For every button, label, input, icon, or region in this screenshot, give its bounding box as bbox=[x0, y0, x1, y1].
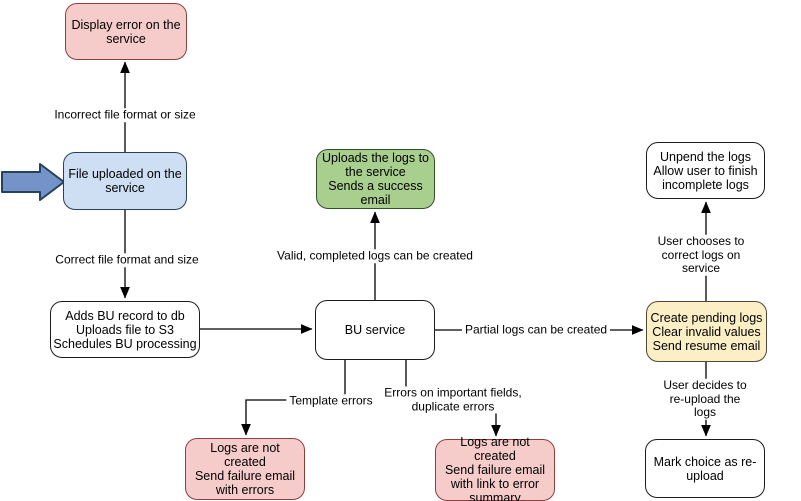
edge-label-user-reuploads: User decides to re-upload the logs bbox=[657, 378, 753, 420]
node-logs-failure-errors: Logs are not created Send failure email … bbox=[185, 438, 305, 500]
node-create-pending-logs: Create pending logs Clear invalid values… bbox=[646, 301, 767, 362]
edge-label-partial-logs: Partial logs can be created bbox=[461, 323, 611, 337]
node-file-uploaded: File uploaded on the service bbox=[63, 152, 187, 210]
node-unpend-logs: Unpend the logs Allow user to finish inc… bbox=[646, 142, 765, 199]
node-display-error: Display error on the service bbox=[65, 3, 187, 60]
edge-label-incorrect-file: Incorrect file format or size bbox=[51, 108, 199, 122]
node-uploads-logs-success: Uploads the logs to the service Sends a … bbox=[316, 149, 435, 209]
node-mark-reupload: Mark choice as re- upload bbox=[645, 439, 765, 498]
node-bu-service: BU service bbox=[315, 300, 435, 360]
node-logs-failure-summary: Logs are not created Send failure email … bbox=[435, 435, 555, 501]
edge-label-field-errors: Errors on important fields, duplicate er… bbox=[381, 386, 525, 414]
edge-label-valid-logs: Valid, completed logs can be created bbox=[274, 249, 476, 263]
edge-label-correct-file: Correct file format and size bbox=[52, 253, 202, 267]
entry-arrow-icon bbox=[1, 163, 65, 201]
edge-label-user-corrects: User chooses to correct logs on service bbox=[651, 234, 751, 276]
edge-label-template-errors: Template errors bbox=[286, 394, 376, 408]
node-adds-bu-record: Adds BU record to db Uploads file to S3 … bbox=[50, 301, 200, 358]
